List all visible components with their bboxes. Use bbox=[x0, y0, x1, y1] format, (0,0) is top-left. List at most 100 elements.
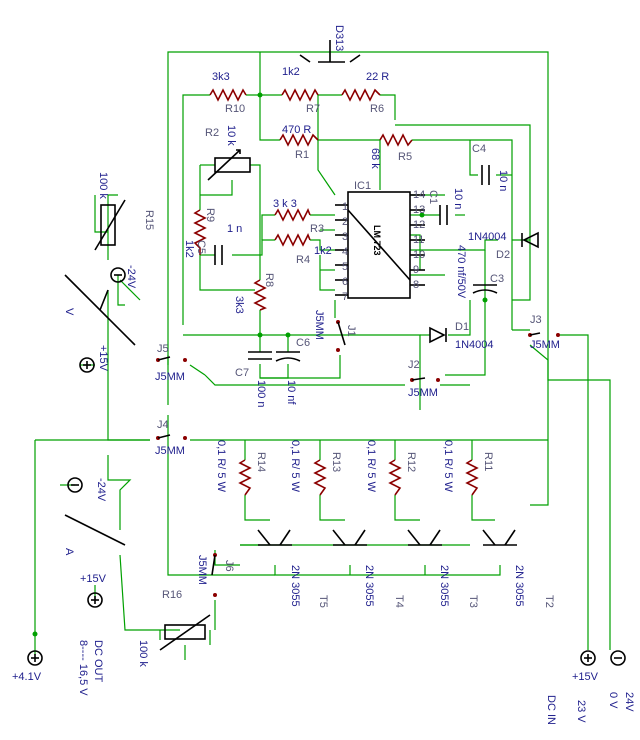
potentiometer-r2 bbox=[207, 149, 251, 181]
label-plus15-b: +15V bbox=[80, 573, 107, 585]
label-24v: 24V bbox=[623, 692, 635, 712]
label-t5: T5 bbox=[317, 595, 329, 608]
label-r3-name: R3 bbox=[310, 223, 324, 235]
label-r14-name: R14 bbox=[255, 452, 267, 472]
ic1-pin-11: 11 bbox=[413, 234, 424, 246]
label-t3-type: 2N 3055 bbox=[438, 565, 450, 607]
label-j4: J4 bbox=[157, 419, 169, 431]
label-j4-type: J5MM bbox=[155, 445, 185, 457]
label-r8-val: 3k3 bbox=[233, 296, 245, 314]
label-r14-val: 0,1 R/ 5 W bbox=[215, 440, 227, 493]
potentiometer-r15 bbox=[94, 199, 126, 251]
label-r7-name: R7 bbox=[306, 103, 320, 115]
label-r2-name: R2 bbox=[205, 127, 219, 139]
label-t3: T3 bbox=[467, 595, 479, 608]
label-r8-name: R8 bbox=[263, 273, 275, 287]
resistor-r7 bbox=[281, 88, 319, 102]
label-t2-type: 2N 3055 bbox=[513, 565, 525, 607]
label-r1-val: 470 R bbox=[282, 124, 311, 136]
label-c4-val: 10 n bbox=[497, 170, 509, 191]
label-j6: J6 bbox=[223, 560, 235, 572]
label-c7-val: 100 n bbox=[255, 380, 267, 408]
label-t4: T4 bbox=[393, 595, 405, 608]
label-r15-val: 100 k bbox=[97, 172, 109, 199]
label-t2: T2 bbox=[543, 595, 555, 608]
diode-d1 bbox=[429, 326, 447, 344]
capacitor-c7 bbox=[248, 351, 272, 360]
label-r15-name: R15 bbox=[143, 210, 155, 230]
ic1-pin-1: 1 bbox=[342, 201, 348, 213]
label-minus24-a: -24V bbox=[125, 265, 137, 289]
capacitor-c4 bbox=[481, 165, 490, 185]
label-r10-val: 3k3 bbox=[212, 71, 230, 83]
voltmeter-v bbox=[64, 274, 136, 346]
capacitor-c1 bbox=[439, 205, 448, 225]
label-23v: 23 V bbox=[575, 700, 587, 723]
label-r16-name: R16 bbox=[162, 589, 182, 601]
ic1-pin-12: 12 bbox=[413, 219, 425, 231]
label-dc-out: DC OUT bbox=[92, 640, 104, 682]
label-r12-val: 0,1 R/ 5 W bbox=[365, 440, 377, 493]
label-r5-name: R5 bbox=[398, 151, 412, 163]
label-d2-type: 1N4004 bbox=[468, 231, 507, 243]
label-j3: J3 bbox=[530, 314, 542, 326]
label-j6-type: J5MM bbox=[196, 555, 208, 585]
label-c3-val: 470 nf/50V bbox=[455, 245, 467, 299]
label-c7-name: C7 bbox=[235, 367, 249, 379]
label-j1-type: J5MM bbox=[313, 310, 325, 340]
label-j5-type: J5MM bbox=[155, 371, 185, 383]
resistor-r8 bbox=[253, 279, 267, 311]
ic1-pin-10: 10 bbox=[413, 249, 425, 261]
label-j1: J1 bbox=[345, 325, 357, 337]
label-r10-name: R10 bbox=[225, 103, 245, 115]
resistor-r5 bbox=[379, 133, 413, 147]
label-r2-val: 10 k bbox=[225, 125, 237, 146]
label-t4-type: 2N 3055 bbox=[363, 565, 375, 607]
ic1-pin-2: 2 bbox=[342, 216, 348, 228]
ic1-pin-7: 7 bbox=[342, 291, 348, 303]
resistor-r10 bbox=[209, 88, 247, 102]
label-r11-name: R11 bbox=[482, 452, 494, 471]
capacitor-c3 bbox=[472, 284, 498, 294]
label-c4-name: C4 bbox=[472, 143, 486, 155]
label-j2: J2 bbox=[408, 359, 420, 371]
label-r7-val: 1k2 bbox=[282, 66, 300, 78]
label-ic1-type: LM 723 bbox=[372, 225, 382, 256]
label-r6-name: R6 bbox=[370, 103, 384, 115]
label-r4-name: R4 bbox=[296, 254, 310, 266]
label-r9-name: R9 bbox=[204, 208, 216, 222]
label-r16-val: 100 k bbox=[137, 640, 149, 667]
label-r11-val: 0,1 R/ 5 W bbox=[442, 440, 454, 493]
ammeter-a bbox=[64, 514, 126, 546]
label-c6-name: C6 bbox=[296, 337, 310, 349]
ic1-pin-6: 6 bbox=[342, 276, 348, 288]
label-zero-v: 0 V bbox=[607, 692, 619, 709]
capacitor-c6 bbox=[275, 351, 301, 362]
label-r4-val: 1k2 bbox=[314, 245, 332, 257]
resistor-r13 bbox=[313, 459, 327, 496]
ic1-pin-4: 4 bbox=[342, 246, 348, 258]
ic1-pin-8: 8 bbox=[413, 279, 419, 291]
label-v-meter: V bbox=[63, 308, 75, 316]
jumper-pins bbox=[156, 320, 560, 597]
resistor-r6 bbox=[341, 88, 381, 102]
ic1-lm723 bbox=[335, 191, 425, 299]
label-dc-out-range: 8---- 16,5 V bbox=[77, 640, 89, 696]
ic1-pin-9: 9 bbox=[413, 264, 419, 276]
power-transistors bbox=[257, 529, 517, 546]
label-r13-val: 0,1 R/ 5 W bbox=[289, 440, 301, 493]
label-r6-val: 22 R bbox=[366, 71, 389, 83]
label-a-meter: A bbox=[63, 548, 75, 556]
resistor-r3 bbox=[274, 208, 311, 222]
label-d1-name: D1 bbox=[455, 321, 469, 333]
ic1-pin-13: 13 bbox=[413, 204, 425, 216]
label-r9-val: 1k2 bbox=[183, 240, 195, 258]
ic1-pin-5: 5 bbox=[342, 261, 348, 273]
label-c1-name: C1 bbox=[427, 190, 439, 204]
labels: D313 3k3 R10 1k2 R7 22 R R6 470 R R1 68 … bbox=[12, 25, 635, 725]
junction-dots bbox=[32, 92, 488, 637]
label-j3-type: J5MM bbox=[530, 339, 560, 351]
potentiometer-r16 bbox=[159, 614, 211, 651]
transistor-d313 bbox=[299, 40, 361, 63]
